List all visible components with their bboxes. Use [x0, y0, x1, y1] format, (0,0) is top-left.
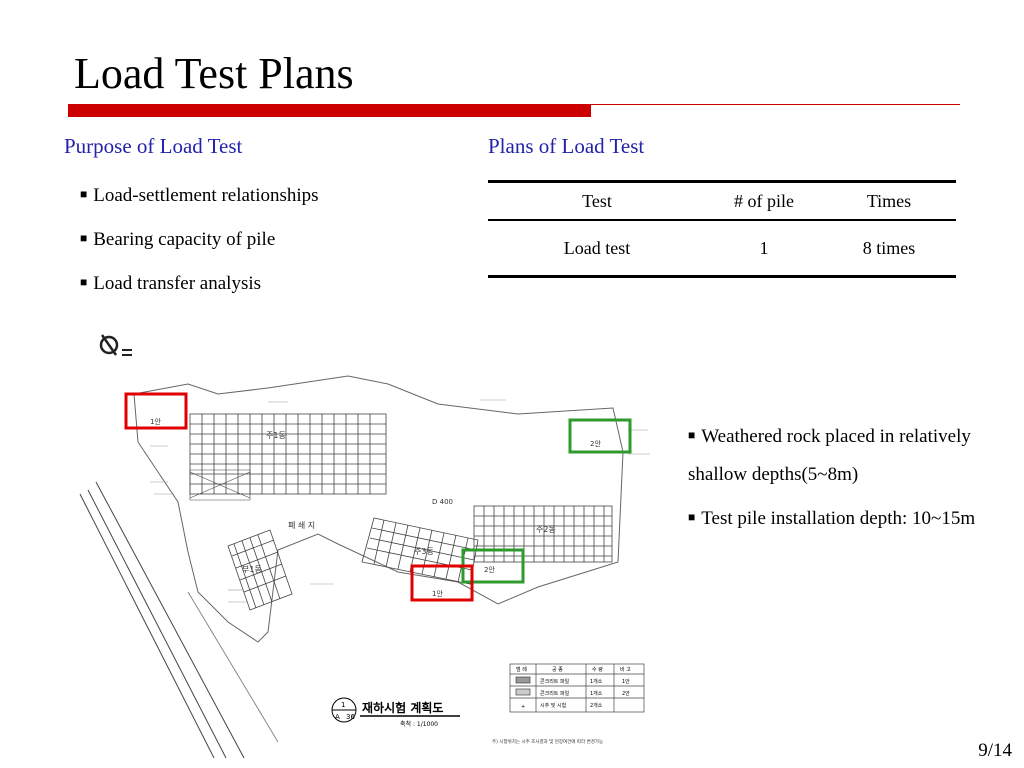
plan-scale: 축척 : 1/1000 — [400, 720, 438, 728]
bullet-square-icon: ■ — [80, 231, 88, 245]
header-pile-count: # of pile — [706, 180, 822, 221]
svg-text:수 량: 수 량 — [592, 666, 603, 673]
header-times: Times — [822, 180, 956, 221]
plans-heading: Plans of Load Test — [488, 134, 645, 158]
list-item: ■Load-settlement relationships — [80, 185, 319, 206]
svg-text:1: 1 — [341, 701, 345, 709]
test-location-marker-red — [410, 564, 474, 602]
bullet-square-icon: ■ — [688, 510, 696, 524]
bullet-square-icon: ■ — [80, 275, 88, 289]
test-location-marker-red — [124, 392, 188, 430]
marker-label: 2안 — [590, 439, 601, 448]
svg-text:콘크리트 파일: 콘크리트 파일 — [540, 690, 570, 697]
cell-test: Load test — [488, 220, 706, 278]
note-item: ■Weathered rock placed in relatively sha… — [688, 426, 971, 485]
area-label: 폐 쇄 지 — [288, 520, 315, 530]
building-label: 주1동 — [266, 431, 286, 440]
list-item: ■Load transfer analysis — [80, 273, 262, 294]
table-header-row: Test # of pile Times — [488, 180, 956, 221]
building-grid-3 — [361, 517, 479, 585]
building-grid-2 — [473, 505, 613, 563]
purpose-heading: Purpose of Load Test — [64, 134, 243, 158]
svg-text:+: + — [521, 704, 525, 710]
drawing-footnote: 주) 시험위치는 시추 조사결과 및 현장여건에 따라 변경가능 — [492, 738, 603, 745]
list-item: ■Bearing capacity of pile — [80, 229, 276, 250]
north-arrow-icon — [99, 334, 132, 356]
dimension-label: D 400 — [432, 498, 453, 506]
road-lines — [79, 481, 279, 759]
marker-label: 1안 — [150, 417, 161, 426]
annotation-lines — [150, 399, 650, 603]
title-rule-thin — [591, 104, 960, 105]
page-number: 9/14 — [978, 740, 1012, 761]
svg-text:1안: 1안 — [622, 678, 630, 685]
plan-title: 재하시험 계획도 — [362, 700, 443, 715]
svg-text:콘크리트 파일: 콘크리트 파일 — [540, 678, 570, 685]
building-grid-4 — [227, 529, 293, 611]
svg-text:1개소: 1개소 — [590, 690, 603, 697]
title-rule-thick — [68, 104, 591, 117]
svg-text:공 종: 공 종 — [552, 667, 563, 673]
svg-text:A: A — [335, 713, 340, 721]
building-label: 주2동 — [536, 525, 556, 534]
building-label: 부1동 — [242, 565, 262, 574]
test-location-marker-green — [568, 418, 632, 454]
table-row: Load test 1 8 times — [488, 220, 956, 278]
site-plan-drawing: 주1동 주2동 주3동 부1동 폐 쇄 지 D 400 1안 2안 2안 1안 — [79, 334, 650, 759]
svg-text:1개소: 1개소 — [590, 678, 603, 685]
purpose-list: ■Load-settlement relationships ■Bearing … — [80, 180, 319, 312]
bullet-square-icon: ■ — [688, 428, 696, 442]
building-label: 주3동 — [414, 547, 434, 556]
svg-text:2개소: 2개소 — [590, 702, 603, 709]
bullet-square-icon: ■ — [80, 187, 88, 201]
note-item: ■Test pile installation depth: 10~15m — [688, 508, 976, 529]
header-test: Test — [488, 180, 706, 221]
site-boundary — [133, 375, 624, 643]
legend-table: 범 례 공 종 수 량 비 고 + 콘크리트 파일 1개소 1안 콘크리트 파일… — [509, 663, 645, 713]
cell-pile-count: 1 — [706, 220, 822, 278]
building-grid-1 — [189, 413, 387, 501]
plan-title-block: 1 A 36 재하시험 계획도 축척 : 1/1000 — [331, 697, 460, 728]
svg-text:시추 및 시험: 시추 및 시험 — [540, 702, 566, 709]
plans-table: Test # of pile Times Load test 1 8 times — [488, 180, 956, 278]
marker-label: 2안 — [484, 565, 495, 574]
marker-label: 1안 — [432, 589, 443, 598]
slide-title: Load Test Plans — [74, 49, 354, 98]
svg-text:비 고: 비 고 — [620, 666, 631, 673]
notes: ■Weathered rock placed in relatively sha… — [688, 416, 998, 538]
svg-text:36: 36 — [346, 713, 355, 721]
cell-times: 8 times — [822, 220, 956, 278]
svg-text:2안: 2안 — [622, 690, 630, 697]
svg-text:범 례: 범 례 — [516, 666, 527, 673]
